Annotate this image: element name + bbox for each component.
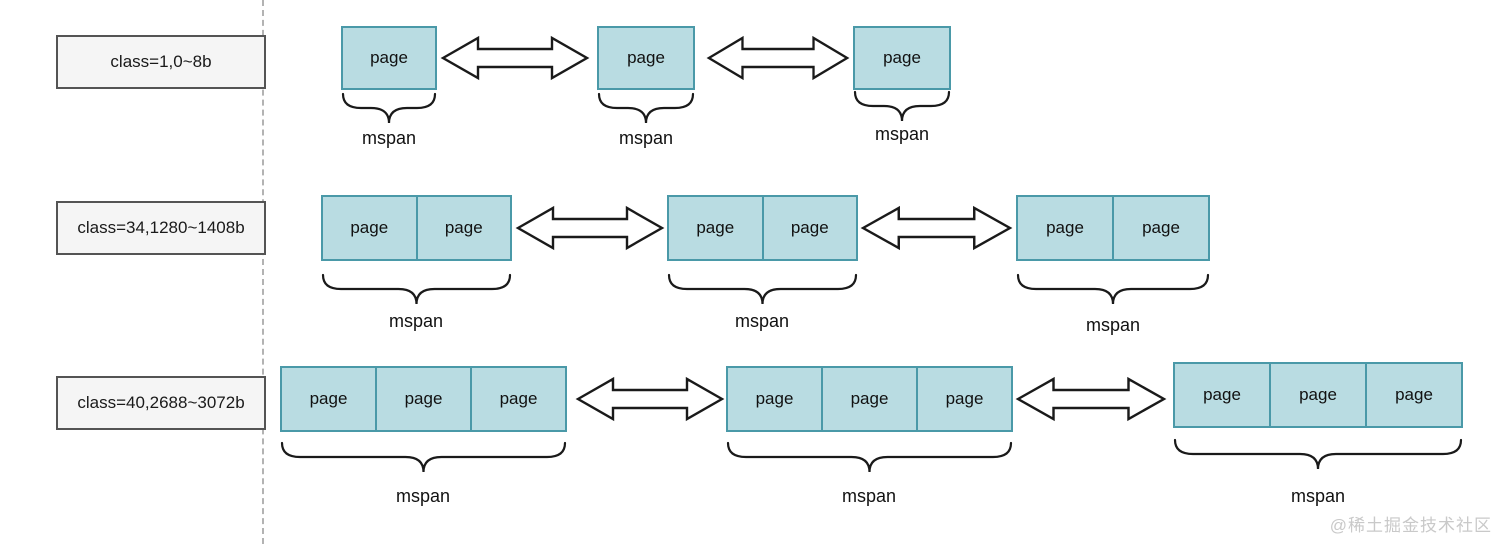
page-cell: page [916,368,1011,430]
page-cell: page [1112,197,1208,259]
underbrace-icon [321,273,512,305]
page-cell: page [1203,385,1241,404]
mspan-label: mspan [874,124,930,144]
page-cell: page [755,389,794,408]
double-arrow-icon [860,205,1013,251]
mspan-label: mspan [1290,486,1346,506]
page-cell: page [821,368,916,430]
page-cell: page [470,368,565,430]
page-cell: page [370,48,408,67]
mspan-page-group-r3s3: page page page [1173,362,1463,428]
mspan-page-group-r2s2: page page [667,195,858,261]
mspan-label: mspan [361,128,417,148]
underbrace-icon [597,92,695,124]
underbrace-icon [667,273,858,305]
mspan-page-group-r1s3: page [853,26,951,90]
underbrace-icon [280,441,567,473]
page-cell: page [883,48,921,67]
mspan-page-group-r3s2: page page page [726,366,1013,432]
page-cell: page [1269,364,1365,426]
page-cell: page [696,218,735,237]
underbrace-icon [1016,273,1210,305]
underbrace-icon [341,92,437,124]
mspan-page-group-r1s1: page [341,26,437,90]
mspan-page-group-r2s1: page page [321,195,512,261]
underbrace-icon [726,441,1013,473]
size-class-label-row1: class=1,0~8b [56,35,266,89]
mspan-label: mspan [395,486,451,506]
double-arrow-icon [706,35,850,81]
mspan-page-group-r1s2: page [597,26,695,90]
mspan-label: mspan [388,311,444,331]
page-cell: page [350,218,389,237]
page-cell: page [375,368,470,430]
page-cell: page [1046,218,1084,237]
double-arrow-icon [1015,376,1167,422]
double-arrow-icon [440,35,590,81]
size-class-label-row3: class=40,2688~3072b [56,376,266,430]
double-arrow-icon [575,376,725,422]
mspan-label: mspan [618,128,674,148]
mspan-label: mspan [734,311,790,331]
mspan-label: mspan [1085,315,1141,335]
size-class-label-row2: class=34,1280~1408b [56,201,266,255]
double-arrow-icon [515,205,665,251]
page-cell: page [761,197,857,259]
mspan-page-group-r2s3: page page [1016,195,1210,261]
page-cell: page [415,197,511,259]
underbrace-icon [853,90,951,122]
page-cell: page [627,48,665,67]
mspan-label: mspan [841,486,897,506]
divider-dashed-line [262,0,264,544]
underbrace-icon [1173,438,1463,470]
page-cell: page [309,389,348,408]
mspan-page-group-r3s1: page page page [280,366,567,432]
page-cell: page [1365,364,1461,426]
watermark: @稀土掘金技术社区 [1329,516,1492,535]
